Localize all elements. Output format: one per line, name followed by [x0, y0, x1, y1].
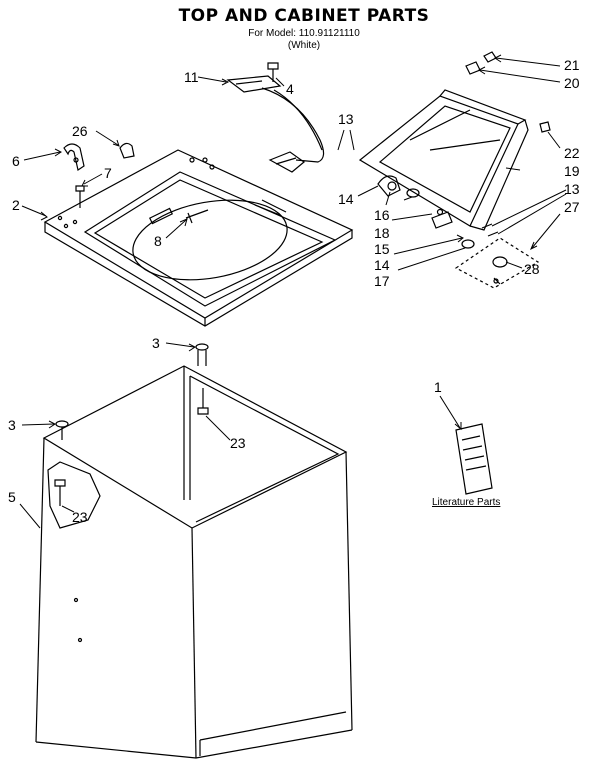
callout-23-lower: 23	[72, 509, 88, 525]
page-title: TOP AND CABINET PARTS	[178, 6, 430, 26]
callout-5: 5	[8, 489, 16, 505]
callout-17: 17	[374, 273, 390, 289]
callout-19: 19	[564, 163, 580, 179]
lid-switch-11	[228, 76, 324, 162]
callout-14-upper: 14	[338, 191, 354, 207]
callout-23-upper: 23	[230, 435, 246, 451]
screw-8	[186, 210, 208, 223]
callout-11: 11	[184, 69, 199, 85]
literature-parts-caption: Literature Parts	[432, 497, 501, 508]
callout-6: 6	[12, 153, 20, 169]
lid-19	[360, 90, 528, 230]
literature-booklet	[456, 424, 492, 494]
callout-14-lower: 14	[374, 257, 390, 273]
callout-13-right: 13	[564, 181, 580, 197]
callout-28: 28	[524, 261, 540, 277]
callout-16: 16	[374, 207, 390, 223]
callout-20: 20	[564, 75, 580, 91]
screw-4	[268, 63, 278, 82]
lid-hinge-parts	[378, 176, 498, 248]
callout-26: 26	[72, 123, 88, 139]
callout-1: 1	[434, 379, 442, 395]
screw-3-lower	[56, 421, 68, 440]
screw-7	[76, 186, 84, 208]
screw-3-upper	[196, 344, 208, 366]
screw-23-upper	[198, 388, 208, 414]
color-variant: (White)	[287, 40, 321, 51]
washer-top-panel	[45, 150, 352, 326]
callout-27: 27	[564, 199, 580, 215]
callout-4: 4	[286, 81, 294, 97]
callout-2: 2	[12, 197, 20, 213]
callout-3-lower: 3	[8, 417, 16, 433]
hinge-bracket-6	[64, 144, 84, 170]
cabinet-5	[36, 366, 352, 758]
callout-7: 7	[104, 165, 112, 181]
callout-13-left: 13	[338, 111, 354, 127]
callout-18: 18	[374, 225, 390, 241]
callout-22: 22	[564, 145, 580, 161]
callout-15: 15	[374, 241, 390, 257]
clip-26	[120, 143, 134, 158]
leader-lines	[20, 55, 566, 528]
model-number: For Model: 110.91121110	[248, 28, 360, 39]
callout-8: 8	[154, 233, 162, 249]
callout-21: 21	[564, 57, 580, 73]
bumper-20-21	[466, 52, 496, 74]
callout-3-upper: 3	[152, 335, 160, 351]
wire-connector	[270, 152, 304, 172]
bumper-22	[540, 122, 550, 132]
